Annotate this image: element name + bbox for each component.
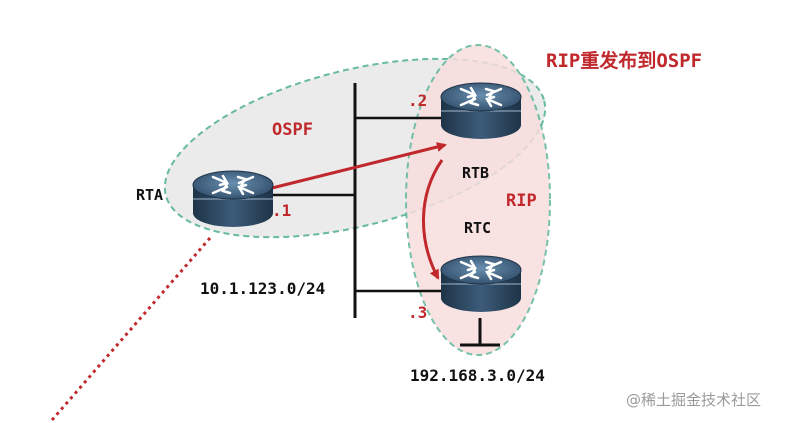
arrow-rta-to-rtb (271, 142, 447, 190)
arrow-rtb-to-rtc (422, 159, 444, 280)
router-rtc-label: RTC (464, 219, 491, 237)
router-rtb[interactable] (440, 82, 522, 139)
ospf-area-label: OSPF (272, 120, 313, 140)
interface-rtb-label: .2 (408, 91, 427, 110)
router-rta-label: RTA (136, 186, 163, 204)
router-arrows-icon (459, 259, 503, 281)
watermark: @稀土掘金技术社区 (626, 391, 761, 409)
diagram-title: RIP重发布到OSPF (546, 49, 702, 72)
interface-rtc-label: .3 (408, 303, 427, 322)
router-arrows-icon (211, 174, 255, 196)
router-rta[interactable] (192, 170, 274, 227)
rta-external-link (50, 237, 212, 421)
router-arrows-icon (459, 86, 503, 108)
router-rtc[interactable] (440, 255, 522, 312)
shared-network-label: 10.1.123.0/24 (200, 279, 325, 298)
rip-area-label: RIP (506, 191, 537, 211)
interface-rta-label: .1 (272, 201, 291, 220)
rtc-lan-network-label: 192.168.3.0/24 (410, 366, 545, 385)
router-rtb-label: RTB (462, 164, 489, 182)
